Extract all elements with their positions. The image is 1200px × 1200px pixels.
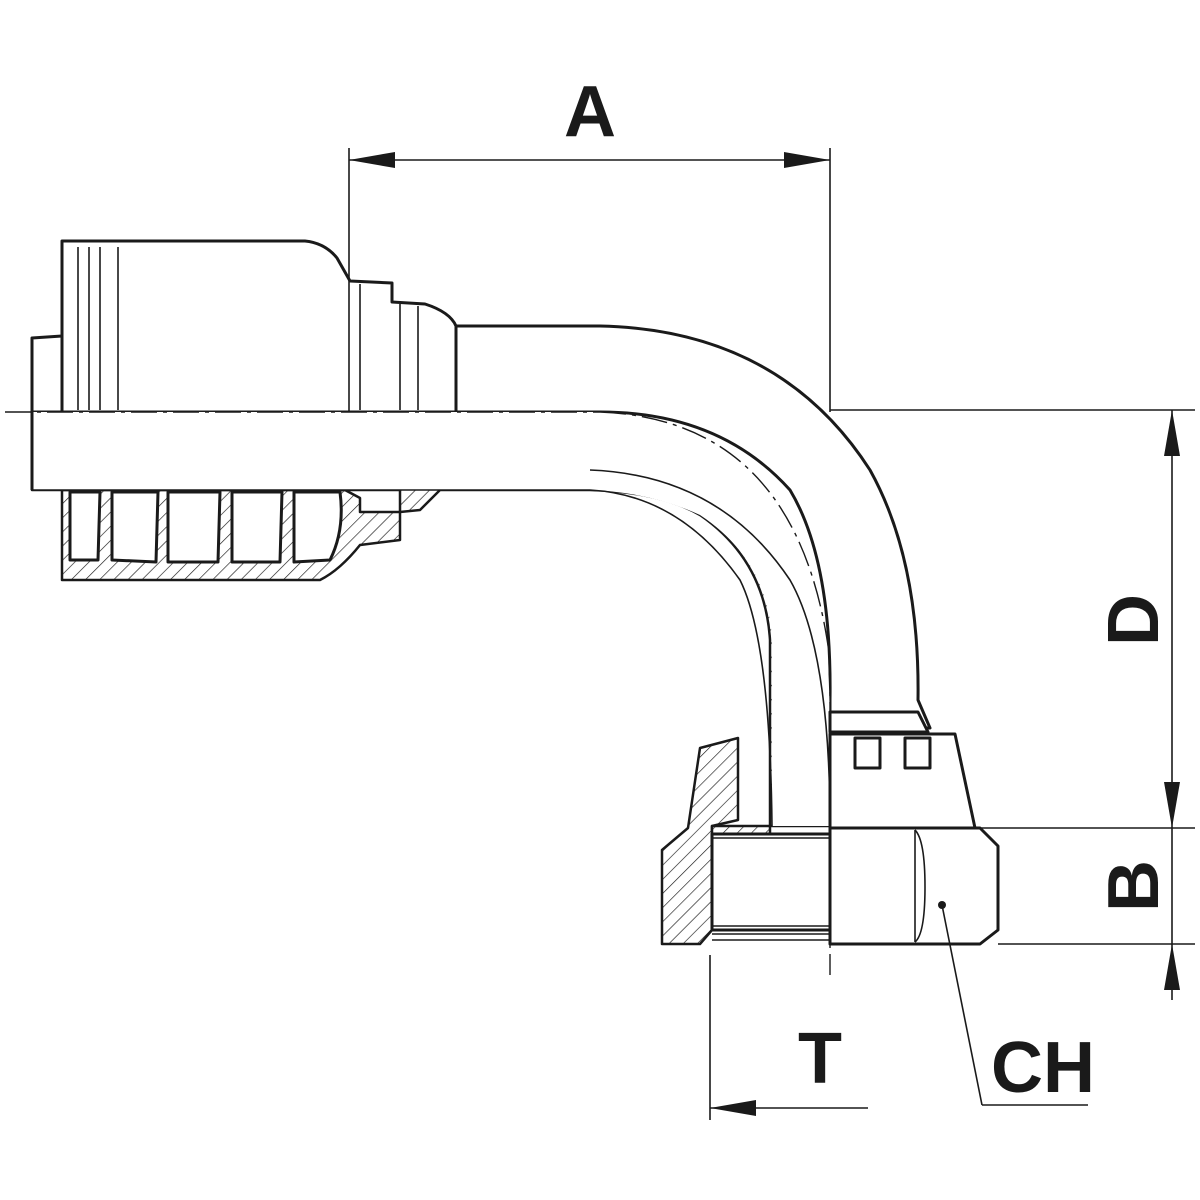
dimension-d bbox=[830, 409, 1195, 828]
label-ch: CH bbox=[991, 1028, 1095, 1108]
dimension-t bbox=[709, 955, 868, 1120]
nut-section bbox=[660, 736, 740, 946]
dimension-a bbox=[348, 148, 831, 412]
swivel-nut bbox=[660, 710, 1000, 946]
nipple-stub bbox=[30, 334, 64, 414]
ferrule-serrations bbox=[68, 490, 343, 564]
ferrule bbox=[30, 239, 458, 582]
label-b: B bbox=[1094, 860, 1174, 912]
nut-hex-outer bbox=[828, 826, 1000, 946]
tube-outer-wall bbox=[454, 324, 932, 730]
leader-ch bbox=[938, 901, 1088, 1106]
dimension-b bbox=[980, 827, 1195, 1000]
label-a: A bbox=[564, 72, 616, 152]
nut-taper bbox=[828, 732, 977, 830]
bend-centerline bbox=[599, 411, 831, 661]
label-t: T bbox=[798, 1019, 842, 1099]
label-d: D bbox=[1094, 594, 1174, 646]
ferrule-upper-shell bbox=[60, 239, 458, 414]
centerlines bbox=[5, 411, 831, 975]
